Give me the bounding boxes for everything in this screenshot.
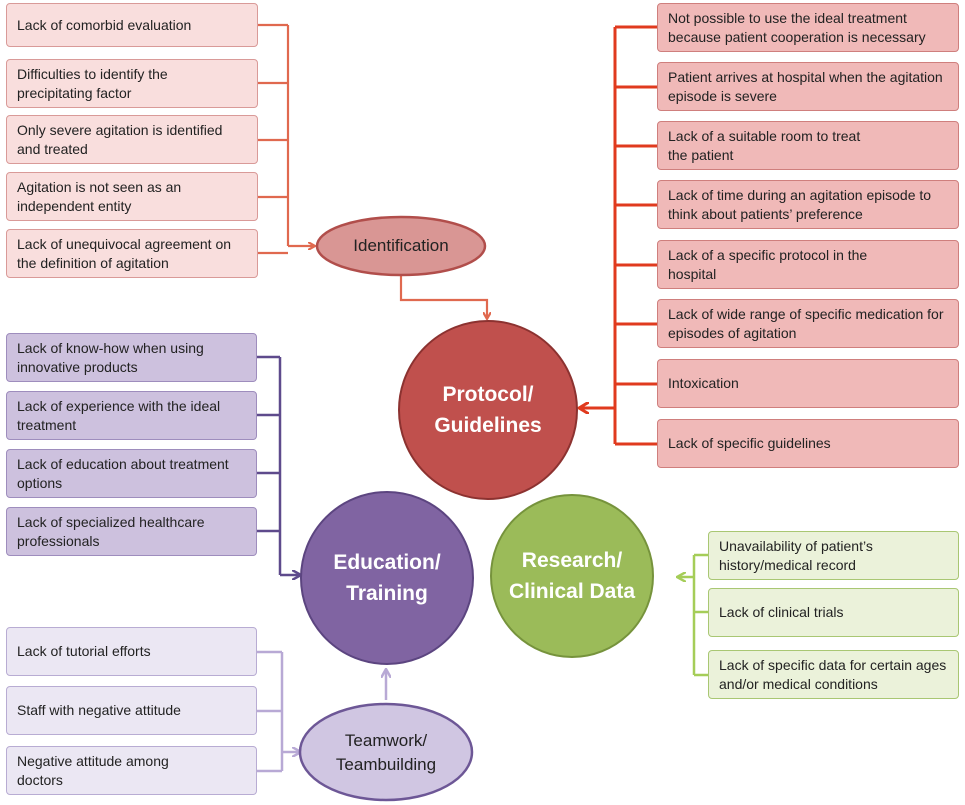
protocol-item: Lack of a suitable room to treat the pat… — [657, 121, 959, 170]
education-label: Education/ Training — [333, 551, 441, 605]
teamwork-oval — [298, 702, 474, 802]
identification-item: Difficulties to identify the precipitati… — [6, 59, 258, 108]
education-connectors — [257, 355, 300, 575]
education-item: Lack of experience with the ideal treatm… — [6, 391, 257, 440]
identification-item: Lack of unequivocal agreement on the def… — [6, 229, 258, 278]
identification-label: Identification — [353, 236, 449, 255]
teamwork-item: Negative attitude among doctors — [6, 746, 257, 795]
protocol-connectors — [580, 25, 657, 446]
teamwork-label: Teamwork/ Teambuilding — [335, 731, 437, 774]
teamwork-item: Lack of tutorial efforts — [6, 627, 257, 676]
identification-item: Lack of comorbid evaluation — [6, 3, 258, 47]
research-item: Lack of clinical trials — [708, 588, 959, 637]
education-circle — [300, 491, 474, 665]
protocol-circle — [398, 320, 578, 500]
teamwork-connectors — [257, 650, 386, 773]
education-item: Lack of specialized healthcare professio… — [6, 507, 257, 556]
research-circle — [490, 494, 654, 658]
protocol-item: Lack of a specific protocol in the hospi… — [657, 240, 959, 289]
protocol-item: Not possible to use the ideal treatment … — [657, 3, 959, 52]
protocol-item: Lack of time during an agitation episode… — [657, 180, 959, 229]
identification-item: Agitation is not seen as an independent … — [6, 172, 258, 221]
identification-oval — [315, 215, 487, 277]
protocol-item: Lack of specific guidelines — [657, 419, 959, 468]
teamwork-item: Staff with negative attitude — [6, 686, 257, 735]
research-label: Research/ Clinical Data — [508, 549, 636, 603]
protocol-item: Patient arrives at hospital when the agi… — [657, 62, 959, 111]
protocol-item: Intoxication — [657, 359, 959, 408]
identification-connectors — [258, 23, 487, 318]
research-connectors — [678, 553, 708, 677]
research-item: Unavailability of patient’s history/medi… — [708, 531, 959, 580]
research-item: Lack of specific data for certain ages a… — [708, 650, 959, 699]
protocol-item: Lack of wide range of specific medicatio… — [657, 299, 959, 348]
education-item: Lack of know-how when using innovative p… — [6, 333, 257, 382]
education-item: Lack of education about treatment option… — [6, 449, 257, 498]
protocol-label: Protocol/ Guidelines — [434, 383, 542, 437]
identification-item: Only severe agitation is identified and … — [6, 115, 258, 164]
